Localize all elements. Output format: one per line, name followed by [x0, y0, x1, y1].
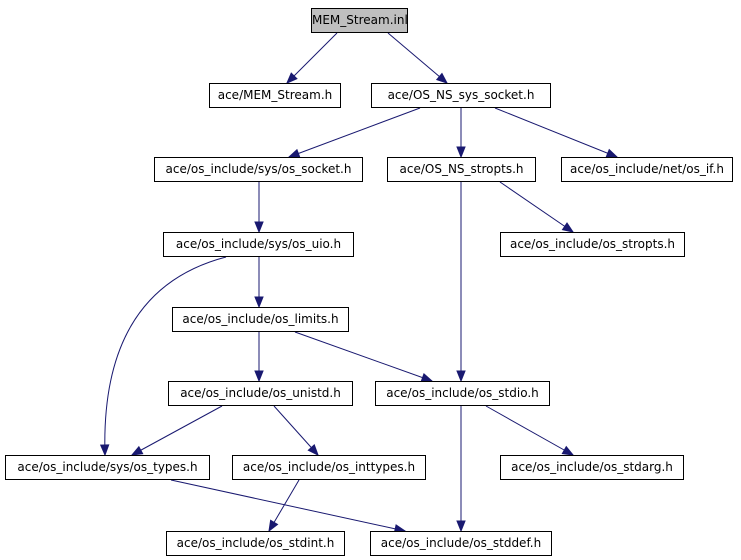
- edge-arrowhead: [286, 72, 298, 84]
- node-os-limits-h[interactable]: ace/os_include/os_limits.h: [172, 307, 349, 332]
- node-mem-stream-h[interactable]: ace/MEM_Stream.h: [209, 83, 341, 108]
- edge-os_ns_stropts-to-os_stropts: [499, 181, 575, 233]
- edge-line: [170, 479, 406, 532]
- edge-arrowhead: [254, 221, 264, 234]
- edge-arrowhead: [456, 520, 466, 533]
- node-os-stropts-h[interactable]: ace/os_include/os_stropts.h: [500, 232, 685, 257]
- edge-arrowhead: [456, 146, 466, 159]
- edge-line: [294, 331, 433, 382]
- node-sys-os-socket-h[interactable]: ace/os_include/sys/os_socket.h: [154, 157, 363, 182]
- edge-line: [104, 256, 227, 456]
- node-os-stddef-h[interactable]: ace/os_include/os_stddef.h: [370, 531, 552, 556]
- node-os-ns-stropts-h[interactable]: ace/OS_NS_stropts.h: [387, 157, 536, 182]
- edge-os_ns_stropts-to-os_stdio: [456, 182, 466, 383]
- node-os-inttypes-h[interactable]: ace/os_include/os_inttypes.h: [232, 455, 426, 480]
- edge-os_limits-to-os_stdio: [294, 331, 434, 382]
- edge-arrowhead: [435, 72, 449, 84]
- edge-arrowhead: [99, 444, 110, 457]
- edge-line: [286, 32, 338, 84]
- edge-arrowhead: [456, 370, 466, 383]
- edge-line: [387, 32, 448, 84]
- edge-sys_os_uio-to-os_limits: [254, 257, 264, 309]
- edge-os_stdio-to-os_stddef: [456, 406, 466, 533]
- node-os-stdarg-h[interactable]: ace/os_include/os_stdarg.h: [500, 455, 684, 480]
- edge-line: [131, 405, 223, 456]
- edge-arrowhead: [605, 148, 619, 158]
- node-sys-os-uio-h[interactable]: ace/os_include/sys/os_uio.h: [163, 232, 354, 257]
- edge-arrowhead: [268, 519, 279, 533]
- edge-os_ns_sys_socket-to-sys_os_socket: [287, 107, 421, 158]
- node-root-mem-stream-inl: MEM_Stream.inl: [311, 8, 408, 33]
- node-os-stdint-h[interactable]: ace/os_include/os_stdint.h: [166, 531, 345, 556]
- edge-line: [485, 405, 574, 456]
- edge-os_limits-to-os_unistd: [254, 332, 264, 383]
- edge-os_inttypes-to-os_stdint: [268, 479, 300, 533]
- node-os-ns-sys-socket-h[interactable]: ace/OS_NS_sys_socket.h: [371, 83, 551, 108]
- edge-root-to-os_ns_sys_socket: [387, 32, 449, 84]
- edge-arrowhead: [254, 296, 264, 309]
- edge-line: [499, 181, 574, 233]
- edge-os_stdio-to-os_stdarg: [485, 405, 575, 456]
- edge-os_unistd-to-sys_os_types: [130, 405, 223, 456]
- edge-arrowhead: [561, 445, 575, 456]
- edge-arrowhead: [254, 370, 264, 383]
- edge-arrowhead: [561, 222, 575, 233]
- node-net-os-if-h[interactable]: ace/os_include/net/os_if.h: [561, 157, 733, 182]
- edge-root-to-mem_stream_h: [286, 32, 338, 84]
- node-os-unistd-h[interactable]: ace/os_include/os_unistd.h: [168, 381, 353, 406]
- edge-line: [494, 107, 618, 158]
- edge-sys_os_uio-to-sys_os_types: [99, 256, 227, 457]
- edge-os_ns_sys_socket-to-net_os_if: [494, 107, 619, 158]
- edge-arrowhead: [307, 444, 319, 457]
- edge-os_ns_sys_socket-to-os_ns_stropts: [456, 108, 466, 159]
- edge-arrowhead: [130, 445, 144, 456]
- edge-os_unistd-to-os_inttypes: [273, 405, 319, 457]
- edge-line: [288, 107, 421, 158]
- edge-sys_os_types-to-os_stddef: [170, 479, 407, 534]
- node-os-stdio-h[interactable]: ace/os_include/os_stdio.h: [375, 381, 550, 406]
- edge-line: [273, 405, 319, 456]
- node-sys-os-types-h[interactable]: ace/os_include/sys/os_types.h: [5, 455, 210, 480]
- edge-sys_os_socket-to-sys_os_uio: [254, 182, 264, 234]
